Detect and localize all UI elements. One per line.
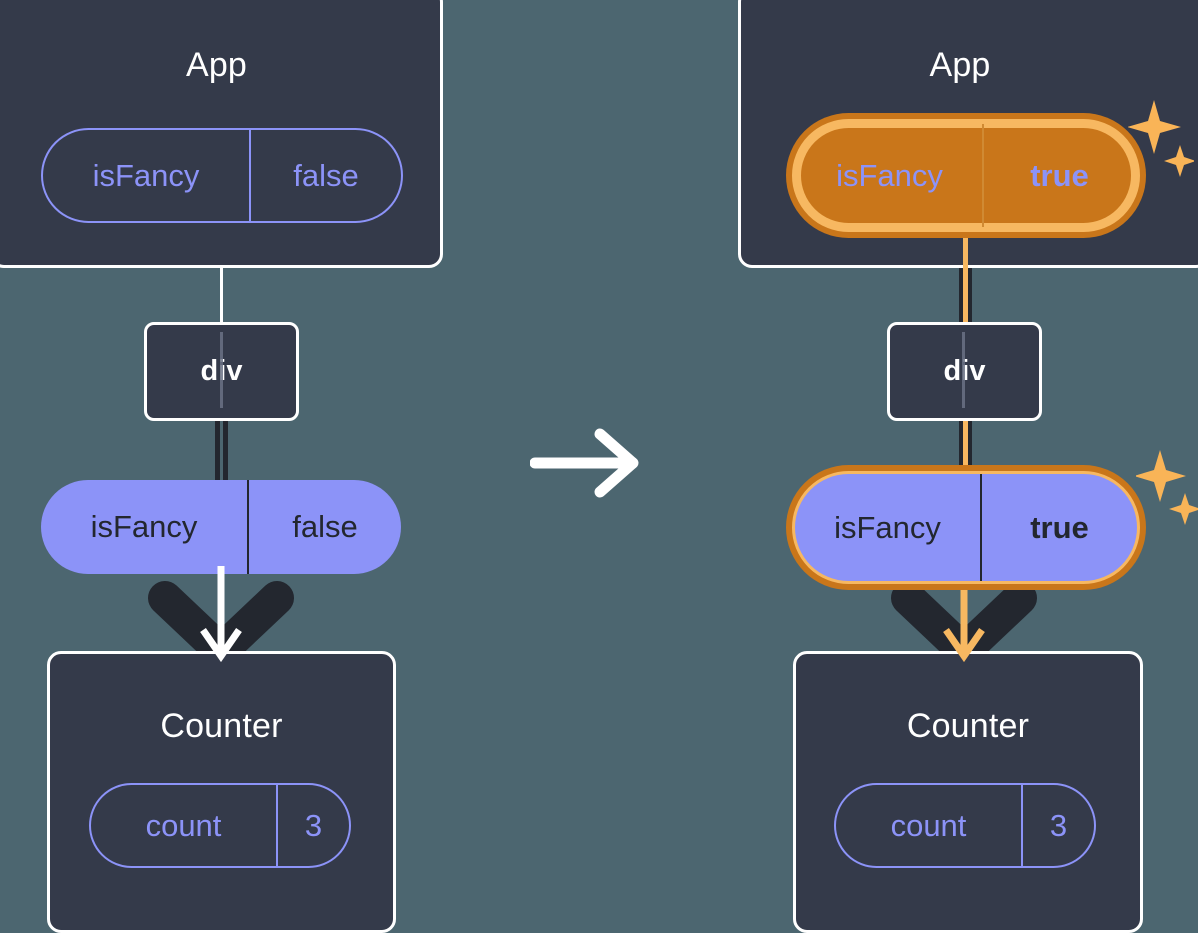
prop-pill-key: isFancy	[834, 509, 941, 545]
connector-through-div-before	[220, 332, 223, 408]
arrow-down-white-before	[200, 566, 242, 663]
node-counter-title-after: Counter	[906, 707, 1030, 745]
sparkle-small	[1169, 493, 1198, 525]
prop-pill-isfancy-before[interactable]: isFancy false	[41, 480, 401, 574]
state-pill-value: 3	[1021, 785, 1094, 866]
state-pill-key: count	[890, 807, 967, 843]
connector-app-to-div-before	[220, 266, 223, 326]
chevron-dark-before	[148, 581, 294, 668]
connector-div-to-prop-orange-after	[963, 419, 968, 485]
state-pill-isfancy-app-after-highlight[interactable]: isFancy true	[786, 113, 1146, 238]
sparkle-icon-app-after	[1128, 100, 1194, 177]
sparkle-large	[1136, 450, 1186, 502]
state-pill-value: 3	[276, 785, 349, 866]
connector-div-to-prop-gap-before	[220, 419, 223, 484]
state-pill-key: isFancy	[92, 157, 200, 193]
state-pill-value: false	[249, 130, 401, 221]
prop-pill-isfancy-after-highlight[interactable]: isFancy true	[786, 465, 1146, 590]
sparkle-small	[1164, 145, 1194, 177]
prop-pill-isfancy-after[interactable]: isFancy true	[795, 474, 1137, 581]
node-counter-title-before: Counter	[160, 707, 283, 745]
prop-pill-value: false	[247, 480, 401, 574]
state-pill-isfancy-app-after[interactable]: isFancy true	[795, 122, 1137, 229]
state-pill-value: true	[982, 124, 1135, 227]
chevron-dark-after	[891, 581, 1037, 668]
connector-through-div-after	[962, 332, 965, 408]
state-pill-key: isFancy	[836, 157, 943, 193]
highlight-ring	[792, 119, 1140, 232]
state-pill-count-before[interactable]: count 3	[89, 783, 351, 868]
transition-arrow-icon	[530, 428, 639, 498]
state-pill-count-after[interactable]: count 3	[834, 783, 1096, 868]
sparkle-large	[1128, 100, 1181, 154]
state-pill-key: count	[145, 807, 222, 843]
node-app-title-before: App	[185, 46, 248, 84]
sparkle-icon-prop-after	[1136, 450, 1198, 525]
connector-app-to-div-orange-after	[963, 218, 968, 330]
prop-pill-key: isFancy	[90, 509, 198, 544]
state-pill-isfancy-app-before[interactable]: isFancy false	[41, 128, 403, 223]
node-app-title-after: App	[929, 46, 991, 84]
prop-pill-value: true	[980, 474, 1137, 581]
